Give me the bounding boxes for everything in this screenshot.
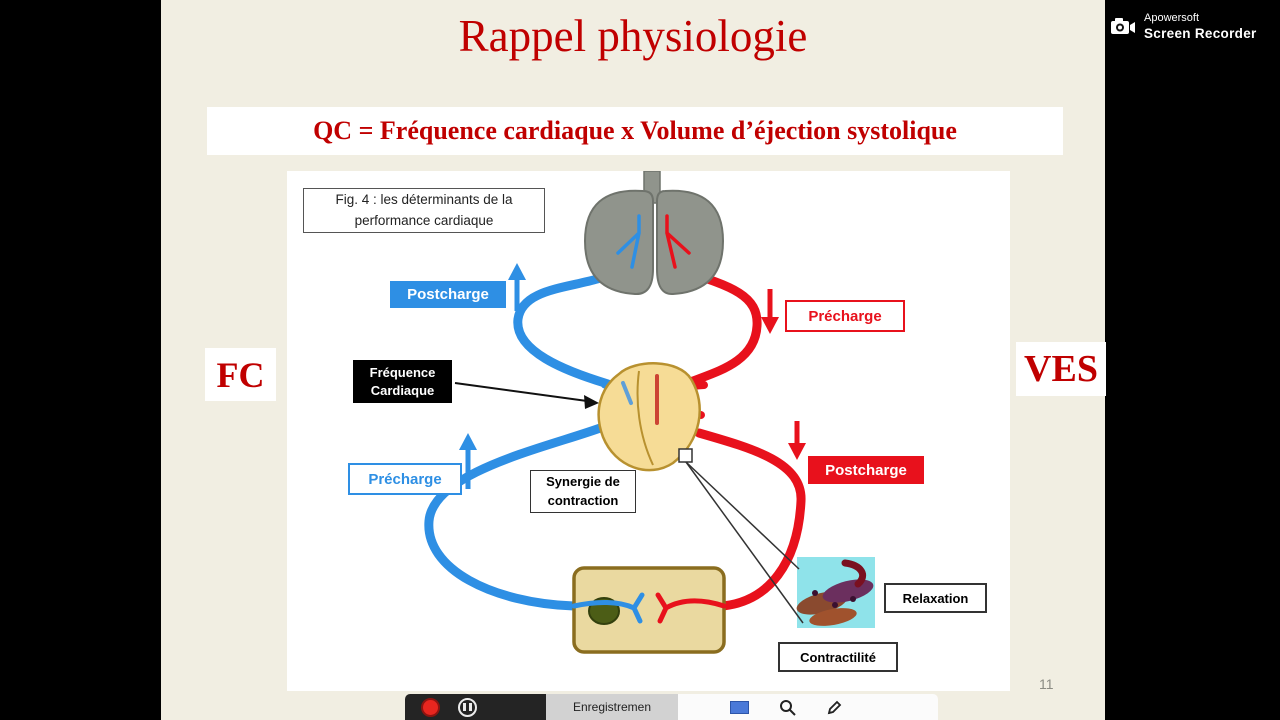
postcharge-label-red: Postcharge <box>808 456 924 484</box>
frequence-arrow <box>454 382 599 409</box>
cardiac-physiology-figure: Fig. 4 : les déterminants de la performa… <box>287 171 1010 691</box>
fc-label: FC <box>205 348 276 401</box>
blue-circulation-path <box>424 266 622 611</box>
frequence-cardiaque-label: Fréquence Cardiaque <box>353 360 452 403</box>
slide-title: Rappel physiologie <box>458 11 808 61</box>
precharge-label-blue: Précharge <box>348 463 462 495</box>
lungs-illustration <box>583 171 725 296</box>
contractilite-label: Contractilité <box>778 642 898 672</box>
toolbar-controls <box>405 694 546 720</box>
recorder-toolbar: Enregistremen <box>405 694 938 720</box>
brand-name: Apowersoft <box>1144 12 1200 24</box>
brand-product: Screen Recorder <box>1144 25 1257 41</box>
tissue-illustration <box>571 566 727 654</box>
recorder-watermark: Apowersoft Screen Recorder <box>1110 12 1257 43</box>
relaxation-label: Relaxation <box>884 583 987 613</box>
camera-icon <box>1111 18 1135 35</box>
postcharge-label-blue: Postcharge <box>390 281 506 308</box>
figure-caption: Fig. 4 : les déterminants de la performa… <box>303 188 545 233</box>
synergie-contraction-label: Synergie de contraction <box>530 470 636 513</box>
toolbar-tools <box>678 694 938 720</box>
circulation-diagram <box>424 171 875 654</box>
precharge-up-arrow <box>459 433 477 489</box>
red-circulation-path <box>677 266 806 611</box>
equation-banner: QC = Fréquence cardiaque x Volume d’éjec… <box>207 107 1063 155</box>
ves-label: VES <box>1016 342 1106 396</box>
presentation-slide: Rappel physiologie QC = Fréquence cardia… <box>161 0 1106 720</box>
pause-button[interactable] <box>458 697 477 717</box>
record-stop-button[interactable] <box>421 697 440 717</box>
pen-icon[interactable] <box>826 699 843 716</box>
connector-lines <box>685 461 804 624</box>
muscle-fiber-image <box>796 557 875 628</box>
heart-illustration <box>597 362 708 472</box>
precharge-label-red: Précharge <box>785 300 905 332</box>
postcharge-up-arrow <box>508 263 526 311</box>
postcharge-down-arrow <box>788 421 806 460</box>
precharge-down-arrow <box>761 289 779 334</box>
recording-status: Enregistremen <box>546 694 678 720</box>
region-icon[interactable] <box>730 700 749 714</box>
page-number: 11 <box>1039 676 1054 692</box>
zoom-icon[interactable] <box>779 699 796 716</box>
